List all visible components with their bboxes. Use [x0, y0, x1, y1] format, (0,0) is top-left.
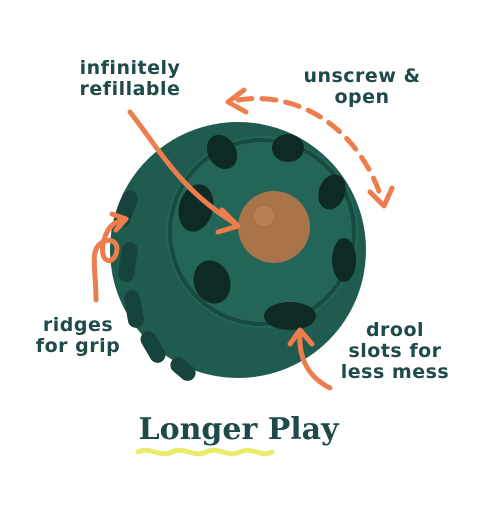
headline-underline [135, 447, 275, 457]
annotation-drool: drool slots for less mess [330, 320, 460, 383]
annotation-line: less mess [340, 361, 450, 383]
annotation-line: infinitely [79, 57, 181, 79]
annotation-ridges: ridges for grip [18, 315, 138, 357]
annotation-line: unscrew & [303, 65, 421, 87]
arrow-refillable [127, 109, 239, 227]
arrow-ridges [91, 217, 127, 303]
arrow-unscrew [235, 96, 385, 203]
annotation-line: ridges [42, 314, 114, 336]
treat [238, 191, 310, 263]
annotation-line: open [334, 86, 390, 108]
arrowhead-unscrew-left [225, 87, 249, 115]
annotation-line: refillable [79, 78, 181, 100]
annotation-line: for grip [35, 335, 121, 357]
headline: Longer Play [138, 412, 339, 447]
annotation-line: slots for [348, 340, 442, 362]
annotation-refillable: infinitely refillable [70, 58, 190, 100]
arrowhead-drool [287, 327, 315, 347]
arrowhead-unscrew-right [367, 185, 395, 209]
arrowhead-ridges [109, 211, 129, 233]
annotation-unscrew: unscrew & open [292, 66, 432, 108]
treat-ball [110, 122, 366, 381]
drool-slots [178, 134, 356, 330]
arrowhead-refillable [215, 207, 241, 235]
arrow-drool [297, 329, 333, 391]
annotation-line: drool [365, 319, 425, 341]
